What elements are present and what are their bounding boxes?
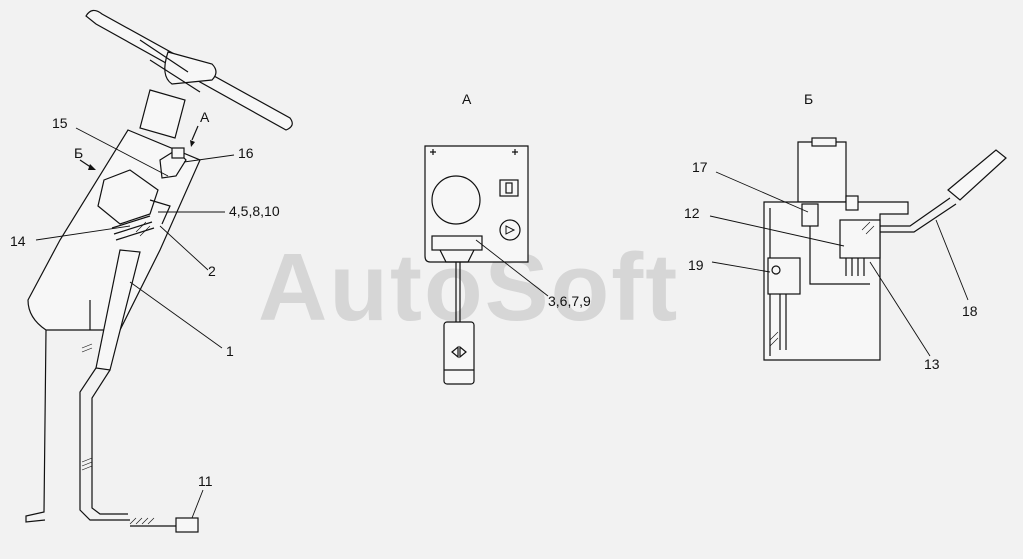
column-housing [27, 129, 201, 331]
callout-1: 1 [226, 343, 234, 359]
round-opening [431, 175, 481, 225]
connector-plug [431, 235, 483, 251]
callout-3-6-7-9: 3,6,7,9 [548, 293, 591, 309]
steering-wheel [85, 9, 293, 139]
callout-2: 2 [208, 263, 216, 279]
callout-19: 19 [688, 257, 704, 273]
steering-column-view [25, 9, 293, 533]
switch-block [97, 169, 159, 225]
callout-11: 11 [198, 473, 213, 489]
arrow-label-a: А [200, 109, 210, 125]
callout-17: 17 [692, 159, 708, 175]
switch-small [499, 179, 519, 197]
view-a-title: А [462, 91, 472, 107]
view-arrow-a [190, 125, 199, 147]
callout-16: 16 [238, 145, 254, 161]
lever-handle [947, 149, 1007, 201]
handheld-switch [443, 321, 475, 385]
view-b-detail: Б 17 12 19 18 13 [684, 91, 1007, 372]
callout-13: 13 [924, 356, 940, 372]
relay-19 [767, 257, 801, 295]
connector-11 [175, 517, 199, 533]
arrow-label-b: Б [74, 145, 83, 161]
view-b-title: Б [804, 91, 813, 107]
view-arrow-b [79, 159, 96, 170]
round-knob [499, 219, 521, 241]
callout-4-5-8-10: 4,5,8,10 [229, 203, 280, 219]
leader-lines-left [35, 127, 235, 519]
view-a-detail: А 3,6,7,9 [424, 91, 591, 385]
callout-15: 15 [52, 115, 68, 131]
callout-12: 12 [684, 205, 700, 221]
callout-18: 18 [962, 303, 978, 319]
callout-14: 14 [10, 233, 26, 249]
